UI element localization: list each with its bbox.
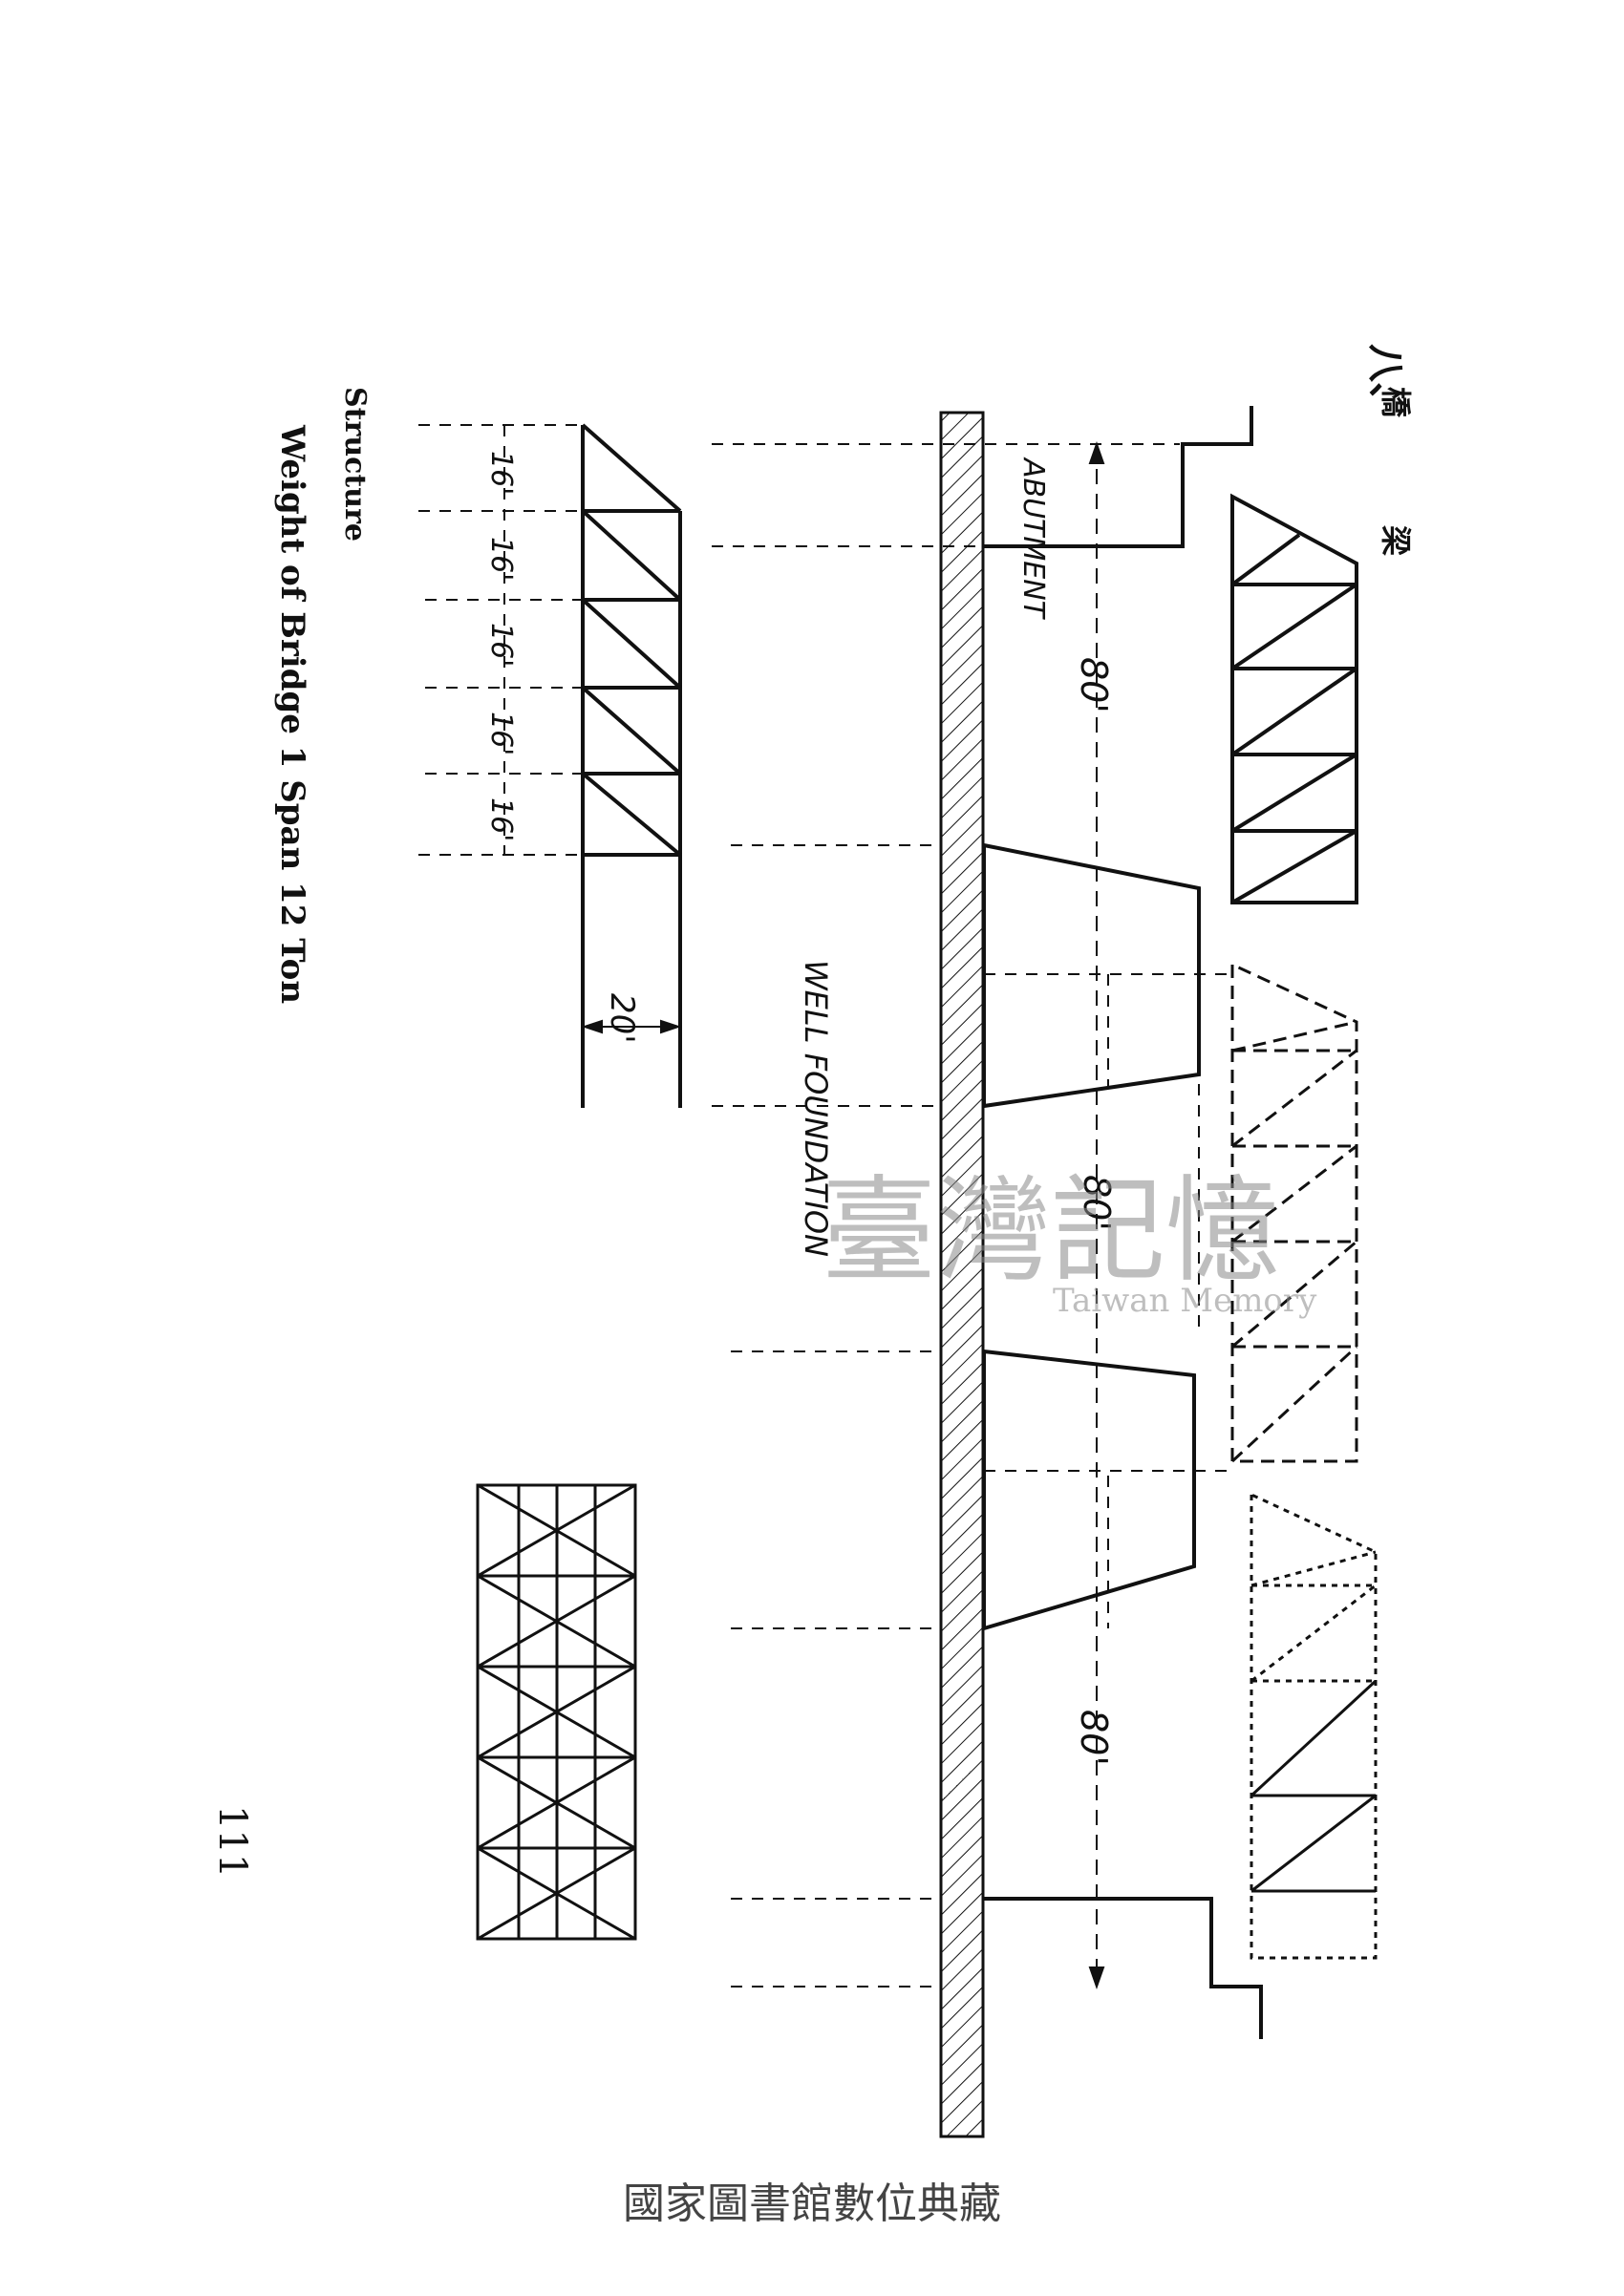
span-label-1: 80'	[1073, 657, 1115, 713]
caption-structure: Structure	[338, 387, 372, 542]
page-number: 111	[210, 1805, 254, 1878]
panel-label-5: 16'	[484, 797, 518, 841]
width-label: 20'	[603, 993, 641, 1044]
well-foundation-pier-2	[982, 1349, 1196, 1631]
extension-lines	[712, 443, 1232, 1988]
truss-plan-view	[476, 1483, 637, 1941]
panel-label-2: 16'	[484, 537, 518, 581]
truss-span-2	[1230, 962, 1358, 1463]
section-heading: 八、 橋 梁	[1363, 344, 1414, 556]
span-label-3: 80'	[1073, 1710, 1115, 1766]
width-dimension	[581, 1019, 682, 1034]
watermark-chinese: 臺灣記憶	[822, 1165, 1280, 1298]
section-title-char-1: 橋	[1378, 387, 1414, 418]
section-title-char-2: 梁	[1378, 525, 1414, 556]
abutment-label: ABUTMENT	[1016, 457, 1050, 621]
caption-weight: Weight of Bridge 1 Span 12 Ton	[273, 424, 311, 1004]
watermark-english: Taiwan Memory	[1053, 1282, 1317, 1320]
well-foundation-label: WELL FOUNDATION	[798, 960, 834, 1257]
panel-labels: 16' 16' 16' 16' 16'	[484, 451, 518, 841]
panel-label-1: 16'	[484, 451, 518, 495]
truss-span-1	[1230, 493, 1358, 904]
panel-extension-lines	[418, 424, 581, 856]
truss-elevation	[581, 423, 682, 1108]
span-dimension-line	[1088, 440, 1105, 1990]
span-label-2: 80'	[1076, 1175, 1118, 1231]
truss-span-3	[1250, 1492, 1378, 1960]
panel-label-4: 16'	[484, 712, 518, 755]
footer-text: 國家圖書館數位典藏	[623, 2179, 1001, 2228]
section-number: 八、	[1363, 344, 1408, 420]
abutment-top	[984, 406, 1253, 548]
abutment-bottom	[984, 1897, 1263, 2039]
well-foundation-pier-1	[982, 842, 1201, 1109]
ground-band	[939, 411, 985, 2138]
panel-label-3: 16'	[484, 623, 518, 667]
